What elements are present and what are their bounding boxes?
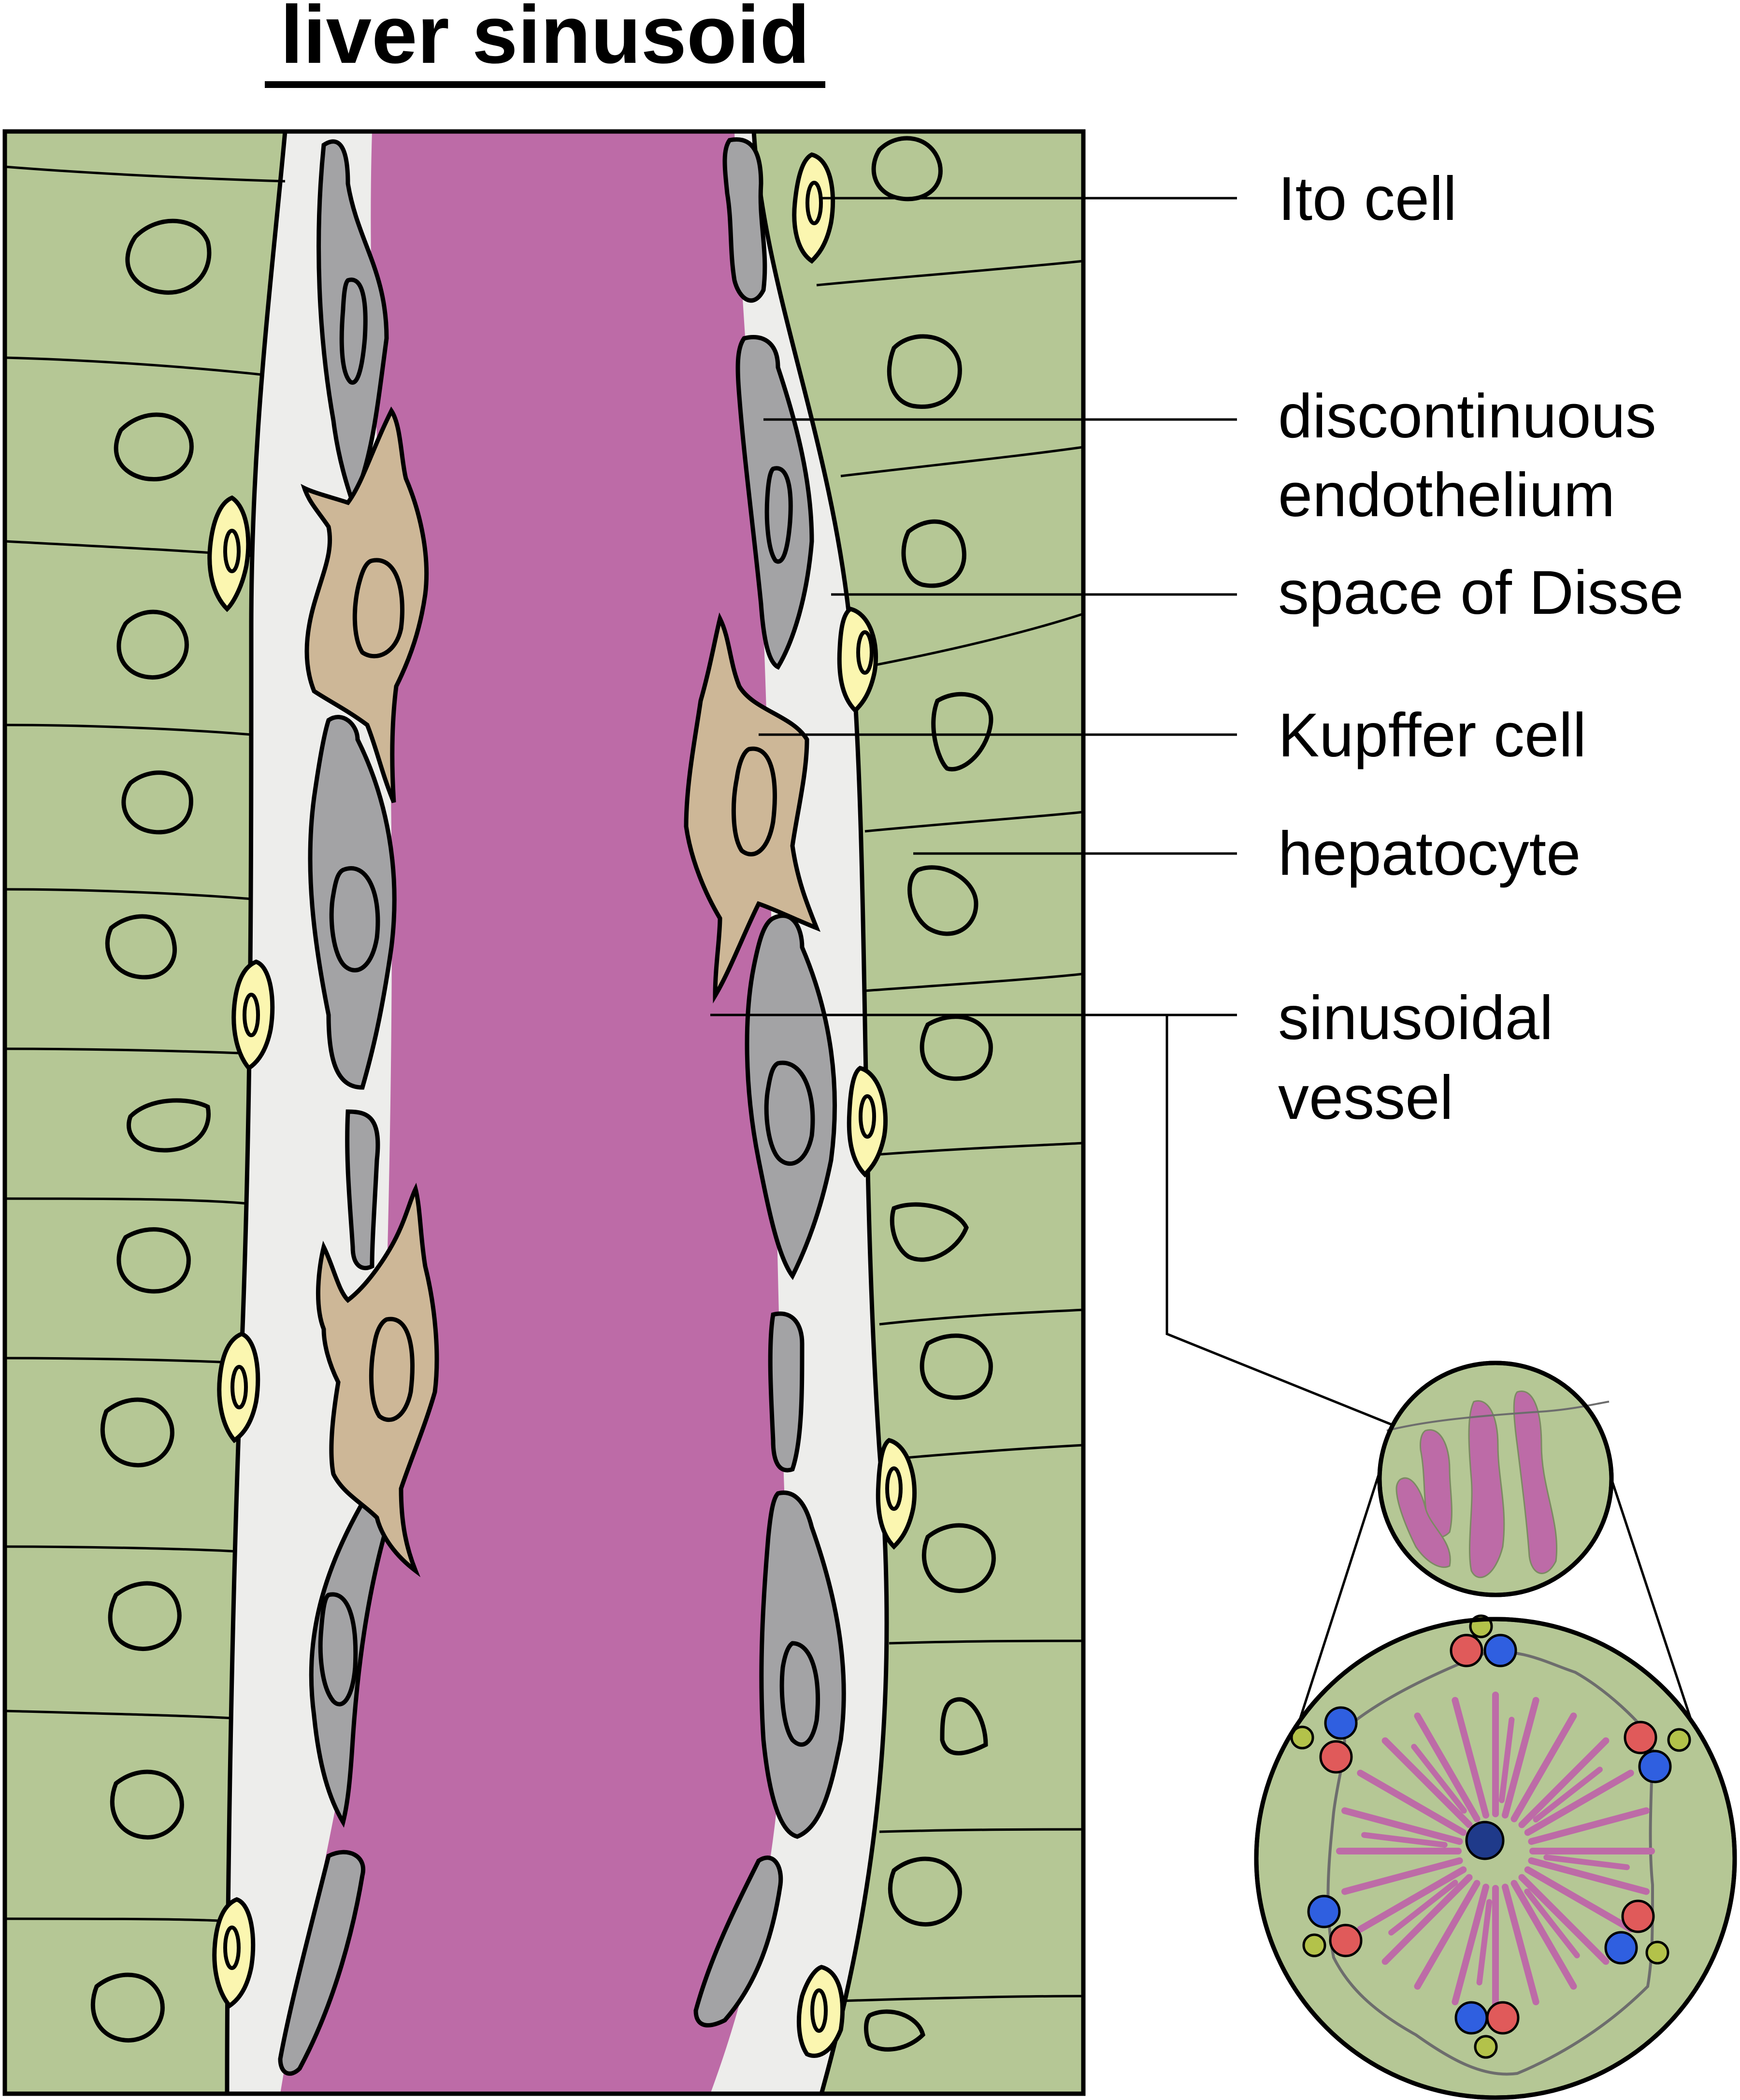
zoom-connectors	[1289, 1464, 1702, 1750]
panel-border	[2, 129, 1086, 2096]
hepatocyte-nucleus	[920, 1333, 993, 1400]
hepatocyte-nucleus	[887, 334, 962, 409]
ito-nucleus	[223, 529, 241, 573]
ito-cell	[207, 495, 251, 612]
label-space-of-disse: space of Disse	[1278, 558, 1684, 627]
hepatocyte-nucleus	[864, 2009, 925, 2052]
endothelial-cell	[745, 913, 837, 1280]
endothelial-nucleus	[329, 866, 380, 972]
endothelial-cell	[278, 1850, 365, 2076]
endothelial-nucleus	[764, 1060, 815, 1166]
ito-cell	[212, 1897, 256, 2009]
ito-nuclei	[223, 181, 903, 2033]
endothelial-nucleus	[318, 1592, 358, 1707]
hepatocyte-nucleus	[110, 1769, 184, 1839]
label-hepatocyte: hepatocyte	[1278, 819, 1581, 888]
portal-triad-upper-left	[1290, 1706, 1358, 1774]
hepatocyte-nucleus	[940, 1697, 988, 1755]
ito-cells	[207, 152, 917, 2058]
portal-triad-upper-right	[1624, 1721, 1691, 1783]
hepatocyte-membranes-right	[816, 260, 1084, 2002]
callout-labels: Ito cell discontinuous endothelium space…	[1278, 164, 1684, 1132]
hepatocyte-nucleus	[125, 218, 212, 295]
kupffer-nuclei	[352, 558, 777, 1422]
ito-nucleus	[805, 181, 823, 225]
label-endothelium: endothelium	[1278, 461, 1615, 530]
endothelial-nucleus	[339, 277, 368, 385]
kupffer-nucleus	[731, 746, 777, 856]
label-ito-cell: Ito cell	[1278, 164, 1457, 233]
hepatocyte-nuclei	[90, 136, 996, 2052]
ito-nucleus	[885, 1466, 903, 1511]
hepatocyte-nucleus	[871, 136, 943, 202]
hepatocyte-nucleus	[114, 412, 194, 481]
label-vessel: vessel	[1278, 1063, 1453, 1132]
hepatocyte-nucleus	[890, 1202, 969, 1262]
kupffer-cell	[301, 406, 429, 803]
endothelial-cells	[278, 137, 846, 2076]
portal-triad-lower-left	[1302, 1895, 1363, 1957]
endothelial-cell	[722, 137, 767, 303]
diagram-title: liver sinusoid	[280, 0, 810, 81]
portal-triad-bottom	[1454, 2001, 1520, 2059]
endothelial-nucleus	[764, 466, 793, 564]
hepatocyte-nucleus	[921, 1523, 996, 1593]
ito-cell	[796, 1965, 845, 2058]
hepatocyte-nucleus	[108, 1581, 182, 1651]
kupffer-cell	[684, 612, 821, 1004]
central-vein	[1465, 1821, 1505, 1860]
portal-triad-top	[1450, 1614, 1517, 1667]
ito-cell	[876, 1438, 917, 1550]
leader-lines	[710, 197, 1479, 1461]
label-kupffer-cell: Kupffer cell	[1278, 701, 1586, 770]
endothelial-cell	[316, 139, 389, 509]
ito-nucleus	[810, 1988, 828, 2033]
endothelial-nucleus	[779, 1641, 820, 1747]
ito-nucleus	[243, 993, 260, 1037]
kupffer-nucleus	[352, 558, 404, 659]
zoom-detail-small	[1377, 1361, 1614, 1597]
ito-cell	[847, 1066, 888, 1178]
hepatocyte-nucleus	[105, 914, 177, 980]
lobule-cross-section	[1254, 1614, 1737, 2100]
leader-to-zoom	[1165, 1015, 1479, 1461]
ito-cell	[217, 1332, 260, 1443]
kupffer-nucleus	[369, 1317, 415, 1422]
hepatocyte-nucleus	[100, 1397, 174, 1467]
hepatocyte-nucleus	[90, 1972, 165, 2042]
endothelial-nuclei	[318, 277, 820, 1747]
sinusoid-strands	[1395, 1390, 1558, 1579]
radiating-sinusoids	[1336, 1692, 1655, 2011]
sinusoid-panel	[2, 129, 1086, 2096]
endothelial-cell	[308, 715, 397, 1090]
ito-nucleus	[856, 630, 874, 675]
hepatocyte-nucleus	[116, 1227, 191, 1294]
ito-cell	[792, 152, 835, 264]
hepatocyte-nucleus	[920, 1014, 993, 1081]
hepatocyte-nucleus	[127, 1098, 211, 1153]
hepatocyte-nucleus	[931, 692, 993, 771]
kupffer-cells	[301, 406, 821, 1578]
label-sinusoidal: sinusoidal	[1278, 984, 1553, 1053]
hepatocyte-nucleus	[901, 519, 966, 588]
label-discontinuous: discontinuous	[1278, 382, 1656, 451]
ito-nucleus	[230, 1365, 248, 1409]
hepatocyte-nucleus	[121, 770, 193, 835]
portal-triad-lower-right	[1604, 1899, 1669, 1965]
hepatocyte-nucleus	[888, 1856, 962, 1926]
ito-nucleus	[223, 1926, 241, 1970]
hepatocyte-nucleus	[116, 609, 189, 680]
endothelial-cell	[693, 1855, 783, 2028]
endothelial-cell	[768, 1311, 805, 1473]
hepatocyte-nucleus	[907, 865, 978, 936]
ito-cell	[231, 959, 275, 1071]
endothelial-cell	[345, 1109, 380, 1271]
kupffer-cell	[316, 1183, 439, 1578]
ito-nucleus	[859, 1094, 876, 1139]
endothelial-cell	[759, 1491, 846, 1839]
